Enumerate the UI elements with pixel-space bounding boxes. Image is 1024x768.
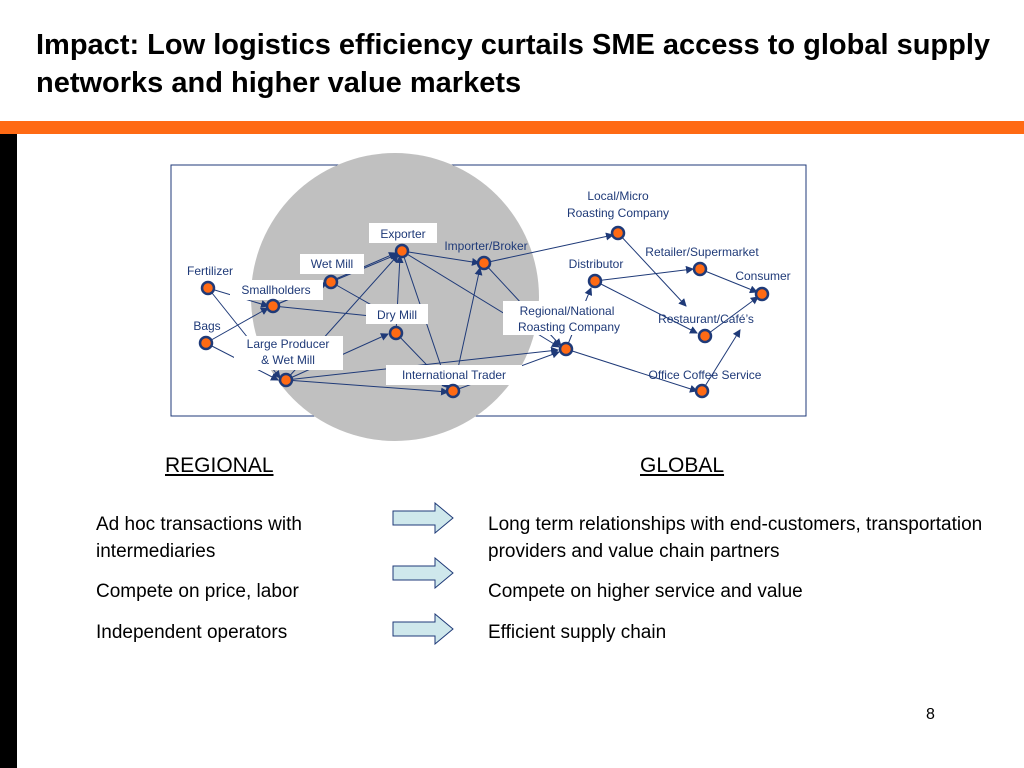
local-micro-label-line1: Local/Micro: [587, 189, 649, 203]
consumer-node: [754, 286, 770, 302]
dry-mill-label: Dry Mill: [377, 308, 417, 322]
restaurant-cafe-label: Restaurant/Café’s: [658, 312, 754, 326]
large-producer-node: [278, 372, 294, 388]
left-edge-bar: [0, 134, 17, 768]
fertilizer-label: Fertilizer: [187, 264, 233, 278]
retailer-supermarket-label: Retailer/Supermarket: [645, 245, 759, 259]
distributor-label: Distributor: [569, 257, 624, 271]
bags-label: Bags: [193, 319, 220, 333]
consumer-label: Consumer: [735, 269, 790, 283]
restaurant-cafe-node: [697, 328, 713, 344]
importer-broker-node: [476, 255, 492, 271]
fertilizer-node: [200, 280, 216, 296]
slide-title: Impact: Low logistics efficiency curtail…: [36, 29, 991, 99]
regional-item-3: Independent operators: [96, 622, 288, 643]
international-trader-node: [445, 383, 461, 399]
global-item-3: Efficient supply chain: [488, 622, 667, 643]
retailer-supermarket-node: [692, 261, 708, 277]
global-heading: GLOBAL: [640, 454, 725, 477]
node-label-boxes: [230, 223, 631, 385]
smallholders-label: Smallholders: [241, 283, 310, 297]
page-number: 8: [926, 706, 935, 723]
office-coffee-node: [694, 383, 710, 399]
orange-divider-bar: [0, 121, 1024, 134]
large-producer-label-line1: Large Producer: [247, 337, 330, 351]
large-producer-label-line2: & Wet Mill: [261, 353, 315, 367]
supply-chain-diagram: Fertilizer Bags Smallholders Large Produ…: [170, 153, 807, 441]
regional-national-roaster-node: [558, 341, 574, 357]
regional-heading: REGIONAL: [165, 454, 274, 477]
node-markers: [198, 225, 770, 399]
right-arrow-icon: [392, 557, 454, 589]
regional-national-label-line1: Regional/National: [520, 304, 615, 318]
local-micro-label-line2: Roasting Company: [567, 206, 669, 220]
global-item-2: Compete on higher service and value: [488, 581, 803, 602]
regional-item-1: Ad hoc transactions with intermediaries: [96, 514, 302, 562]
exporter-node: [394, 243, 410, 259]
node-labels: Fertilizer Bags Smallholders Large Produ…: [187, 189, 791, 382]
distributor-node: [587, 273, 603, 289]
global-item-1: Long term relationships with end-custome…: [488, 514, 983, 562]
importer-broker-label: Importer/Broker: [444, 239, 527, 253]
regional-national-label-line2: Roasting Company: [518, 320, 620, 334]
regional-item-2: Compete on price, labor: [96, 581, 299, 602]
right-arrow-icon: [392, 502, 454, 534]
wet-mill-node: [323, 274, 339, 290]
dry-mill-node: [388, 325, 404, 341]
office-coffee-label: Office Coffee Service: [649, 368, 762, 382]
exporter-label: Exporter: [380, 227, 425, 241]
right-arrow-icon: [392, 613, 454, 645]
local-micro-roaster-node: [610, 225, 626, 241]
international-trader-label: International Trader: [402, 368, 506, 382]
smallholders-node: [265, 298, 281, 314]
bags-node: [198, 335, 214, 351]
wet-mill-label: Wet Mill: [311, 257, 353, 271]
